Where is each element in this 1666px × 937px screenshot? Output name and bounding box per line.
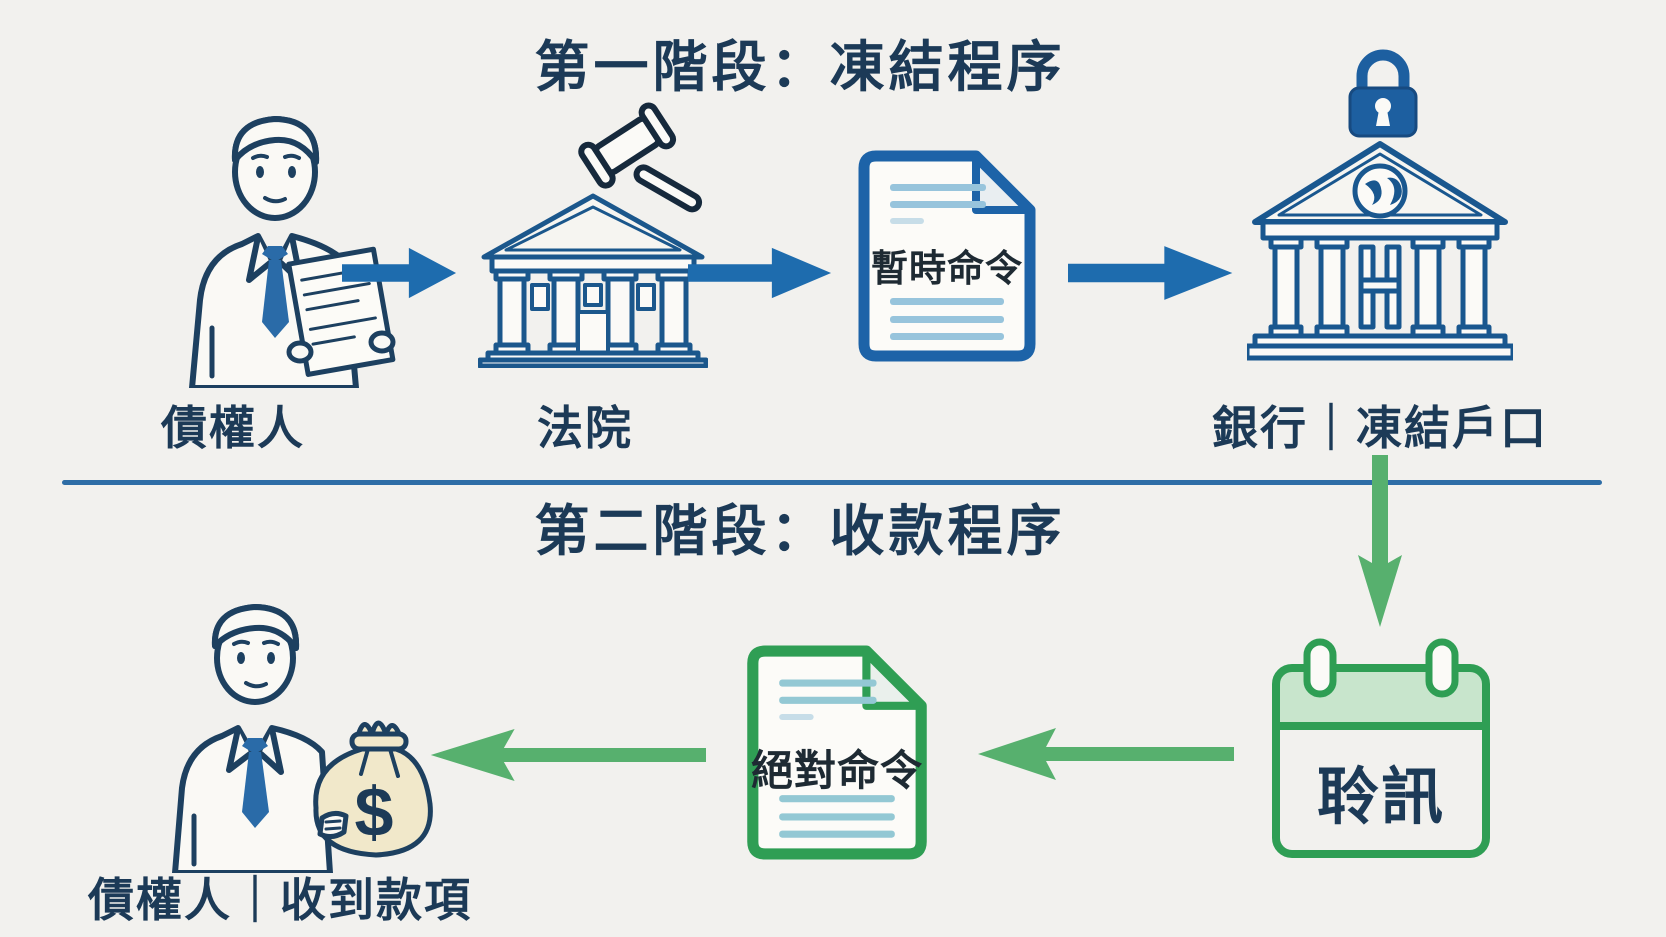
creditor-payment-label: 債權人｜收到款項 <box>88 874 472 926</box>
phase-divider <box>62 480 1602 485</box>
arrow-left-icon <box>968 722 1234 786</box>
phase2-title: 第二階段：收款程序 <box>534 500 1066 562</box>
creditor-person-icon <box>150 98 400 388</box>
creditor-label: 債權人 <box>161 402 305 454</box>
phase1-title: 第一階段：凍結程序 <box>534 36 1066 98</box>
interim-order-text: 暫時命令 <box>871 248 1023 289</box>
final-order-text: 絕對命令 <box>750 747 923 794</box>
court-label: 法院 <box>537 402 633 454</box>
padlock-icon <box>1348 44 1418 138</box>
person-money-bag-icon: $ <box>120 588 440 873</box>
courthouse-gavel-icon <box>478 100 708 368</box>
hearing-calendar-icon: 聆訊 <box>1272 638 1490 860</box>
arrow-right-icon <box>342 244 460 302</box>
arrow-right-icon <box>1068 242 1238 304</box>
bank-label: 銀行｜凍結戶口 <box>1212 402 1548 454</box>
arrow-down-icon <box>1352 455 1408 630</box>
final-order-document-icon: 絕對命令 <box>731 645 943 860</box>
arrow-right-icon <box>688 244 836 302</box>
bank-building-icon <box>1247 136 1513 366</box>
interim-order-document-icon: 暫時命令 <box>858 150 1036 362</box>
dollar-sign: $ <box>355 773 394 851</box>
hearing-text: 聆訊 <box>1316 763 1445 832</box>
arrow-left-icon <box>420 723 706 787</box>
